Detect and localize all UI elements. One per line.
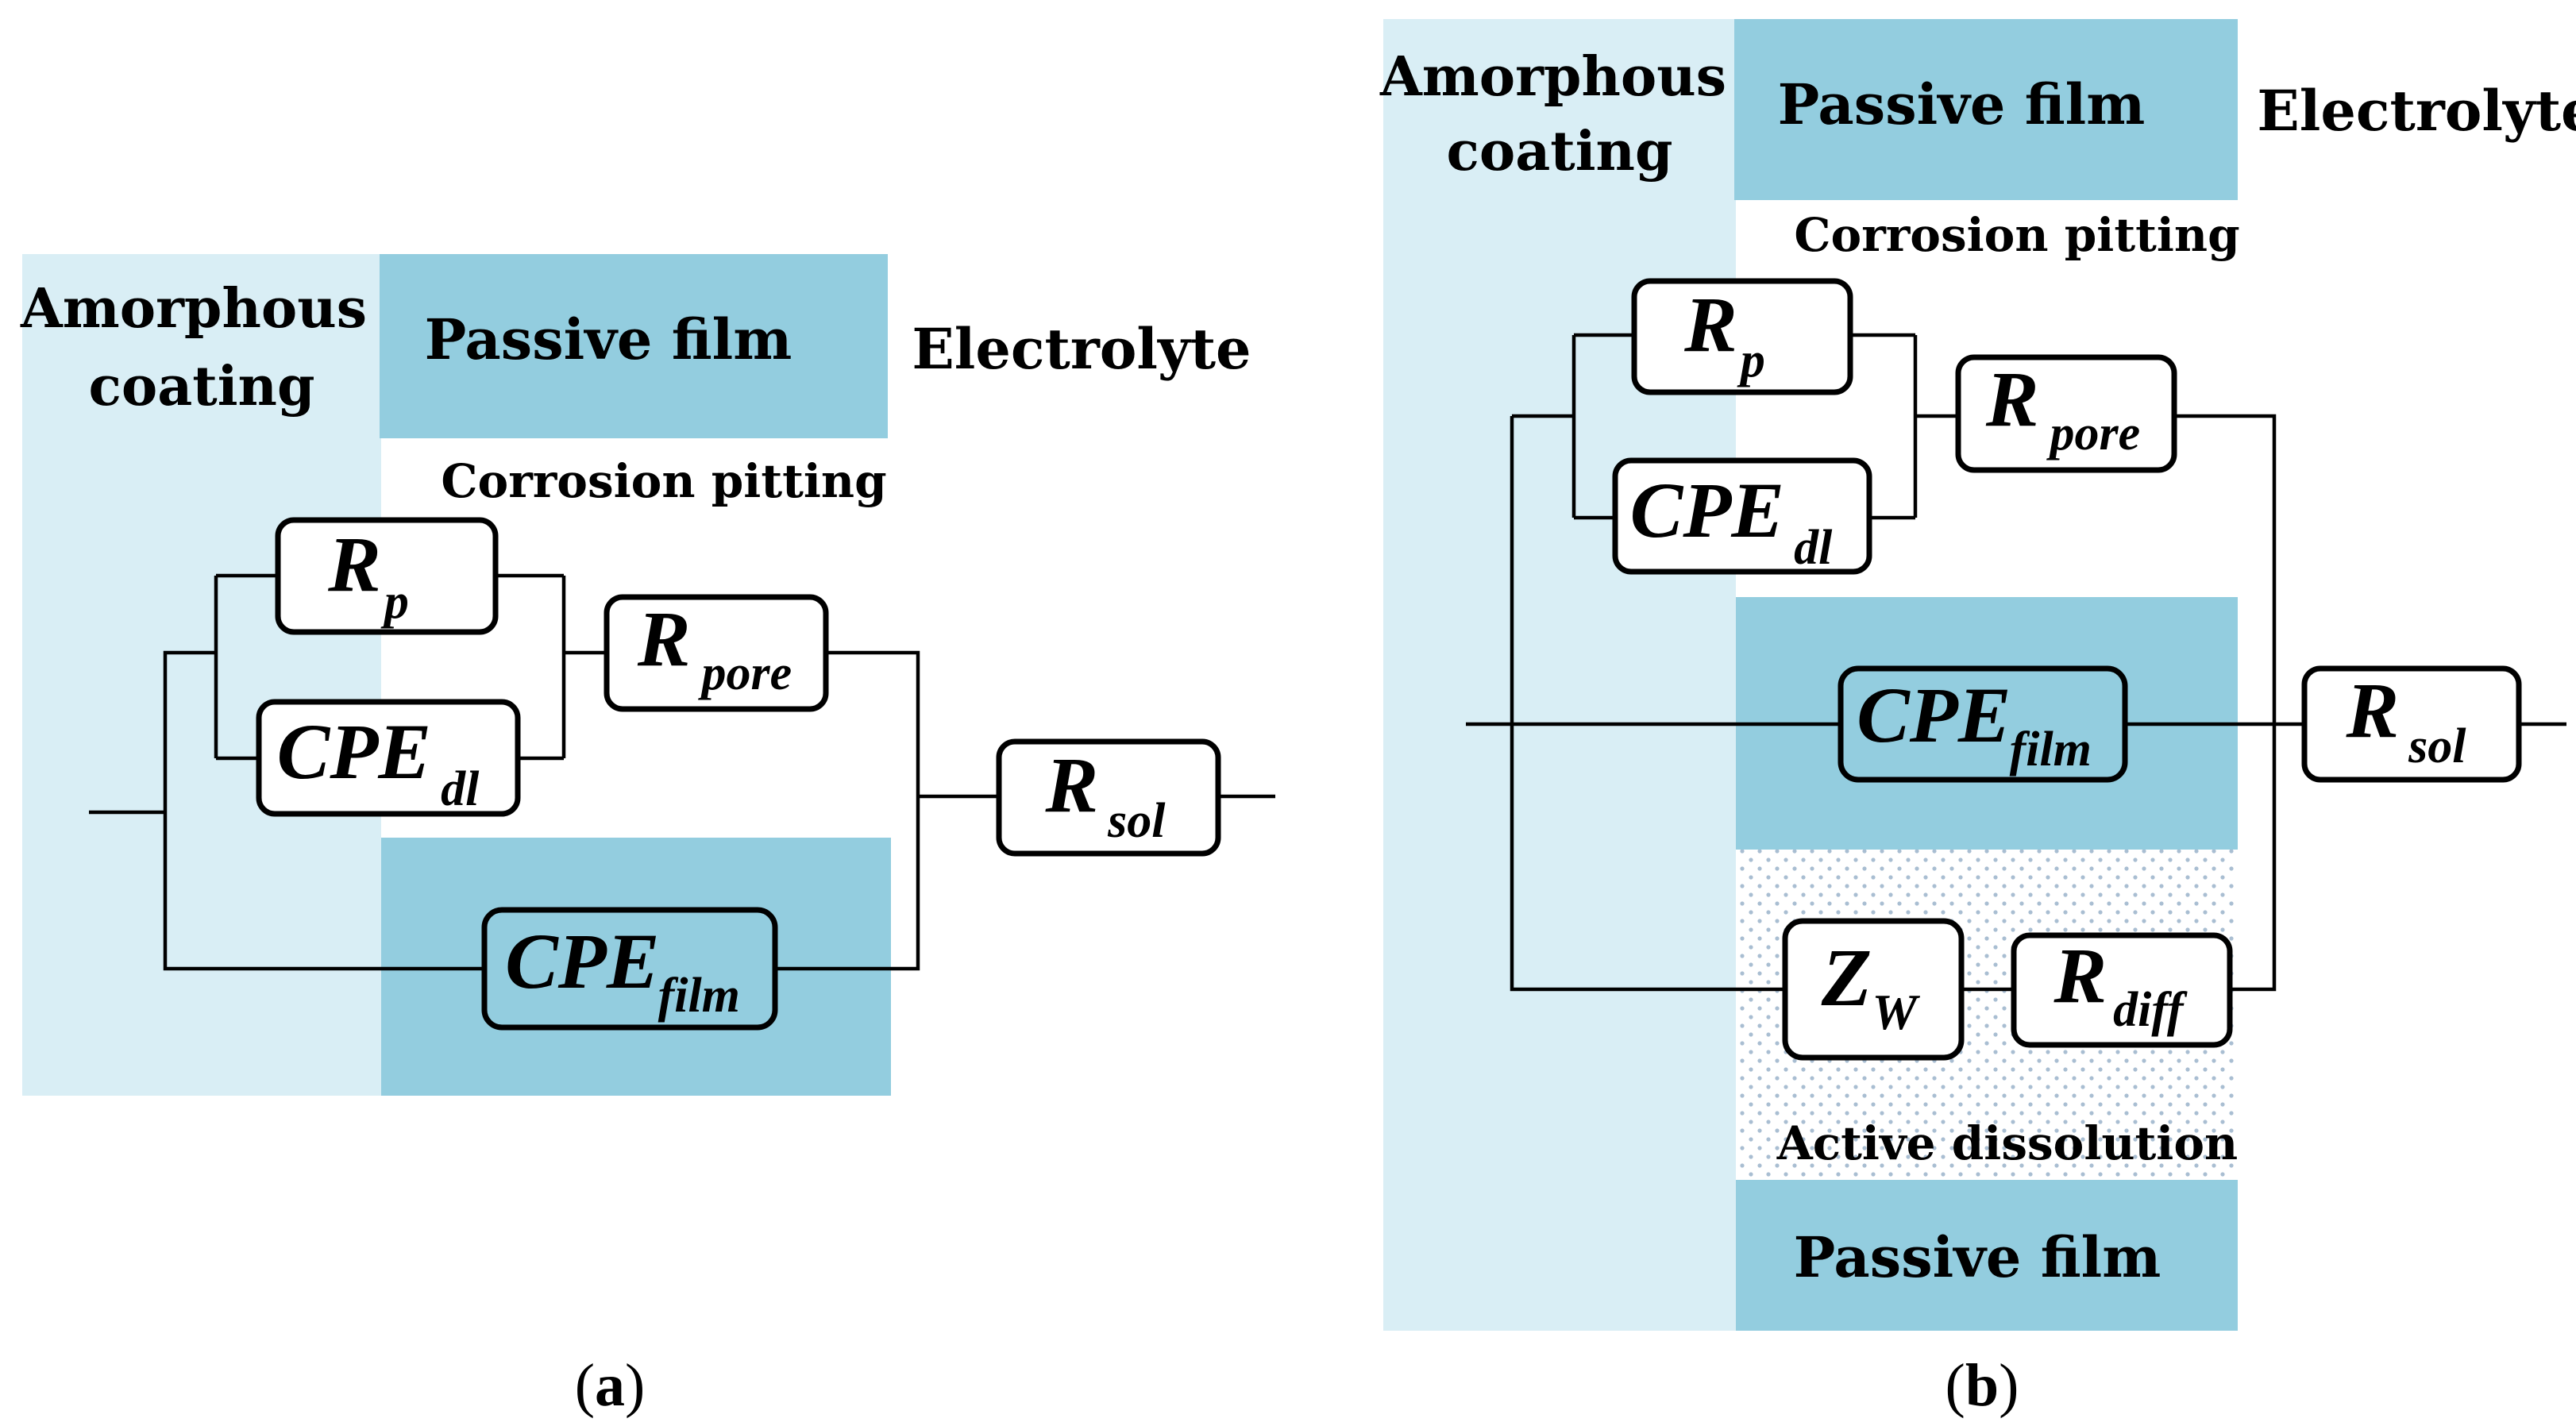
panel-b-r-pore-subscript: pore: [2046, 407, 2141, 461]
panel-a-wires: [89, 573, 1275, 971]
panel-a-caption: (a): [575, 1352, 646, 1419]
panel-a: Amorphous coating Passive film Electroly…: [20, 254, 1275, 1419]
panel-b-r-sol-symbol: R: [2345, 666, 2399, 754]
panel-b-cpe-film-subscript: film: [2010, 723, 2092, 777]
panel-b-coating-label-line1: Amorphous: [1379, 45, 1726, 109]
svg-text:Rp: Rp: [327, 520, 409, 629]
panel-a-electrolyte-label: Electrolyte: [912, 316, 1251, 382]
panel-a-r-sol-subscript: sol: [1107, 794, 1166, 848]
panel-a-r-pore-symbol: R: [637, 595, 691, 683]
svg-text:CPEfilm: CPEfilm: [505, 917, 740, 1023]
panel-b-cpe-dl-symbol: CPE: [1630, 466, 1784, 554]
panel-b-zw-subscript: W: [1872, 984, 1920, 1040]
panel-b-cpe-film-symbol: CPE: [1857, 671, 2011, 759]
panel-a-pitting-label: Corrosion pitting: [441, 454, 886, 508]
panel-b-zw-box: ZW: [1782, 918, 1965, 1061]
panel-b-passive-film-bottom: [1736, 1180, 2238, 1331]
panel-a-r-sol-symbol: R: [1044, 741, 1098, 829]
panel-a-cpe-film-subscript: film: [658, 969, 740, 1023]
panel-a-cpe-dl-symbol: CPE: [277, 707, 431, 796]
panel-b-r-diff-subscript: diff: [2113, 983, 2188, 1037]
panel-b-rp-box: Rp: [1631, 278, 1853, 395]
panel-b-active-dissolution-label: Active dissolution: [1776, 1116, 2238, 1170]
panel-b-r-sol-subscript: sol: [2408, 719, 2466, 773]
svg-text:ZW: ZW: [1821, 932, 1921, 1040]
panel-b-pitting-label: Corrosion pitting: [1794, 208, 2239, 262]
panel-a-r-pore-subscript: pore: [698, 646, 792, 700]
panel-b-passive-film-top: [1734, 19, 2238, 200]
panel-b-r-diff-symbol: R: [2053, 931, 2107, 1019]
panel-b-r-pore-symbol: R: [1985, 355, 2039, 443]
panel-a-coating-label-line2: coating: [88, 355, 314, 418]
panel-b-coating-region: [1383, 19, 1736, 1331]
panel-b-rp-subscript: p: [1737, 333, 1765, 387]
panel-a-coating-region: [22, 254, 381, 1096]
panel-a-cpe-film-box: CPEfilm: [481, 907, 778, 1031]
panel-b-cpe-dl-subscript: dl: [1794, 521, 1833, 575]
svg-text:Rp: Rp: [1683, 280, 1765, 387]
panel-b-cpe-film-box: CPEfilm: [1838, 665, 2128, 783]
panel-a-rp-box: Rp: [275, 517, 499, 635]
panel-a-rp-symbol: R: [327, 520, 381, 608]
panel-a-coating-label-line1: Amorphous: [20, 277, 367, 341]
panel-a-passive-film-top: [380, 254, 888, 438]
panel-b-caption: (b): [1945, 1352, 2019, 1419]
panel-a-passive-film-label: Passive film: [425, 306, 792, 372]
panel-b-coating-label-line2: coating: [1446, 120, 1672, 183]
panel-a-cpe-dl-subscript: dl: [441, 762, 480, 816]
panel-b-rp-symbol: R: [1683, 280, 1737, 368]
panel-b-passive-film-bottom-label: Passive film: [1794, 1224, 2161, 1290]
panel-a-cpe-film-symbol: CPE: [505, 917, 659, 1005]
panel-b-electrolyte-label: Electrolyte: [2257, 78, 2576, 144]
panel-b-wires: [1466, 333, 2566, 992]
panel-b: Amorphous coating Passive film Electroly…: [1379, 19, 2576, 1419]
panel-a-rp-subscript: p: [380, 575, 409, 629]
panel-b-passive-film-top-label: Passive film: [1778, 71, 2146, 137]
panel-b-zw-symbol: Z: [1821, 932, 1872, 1023]
svg-text:CPEfilm: CPEfilm: [1857, 671, 2092, 777]
